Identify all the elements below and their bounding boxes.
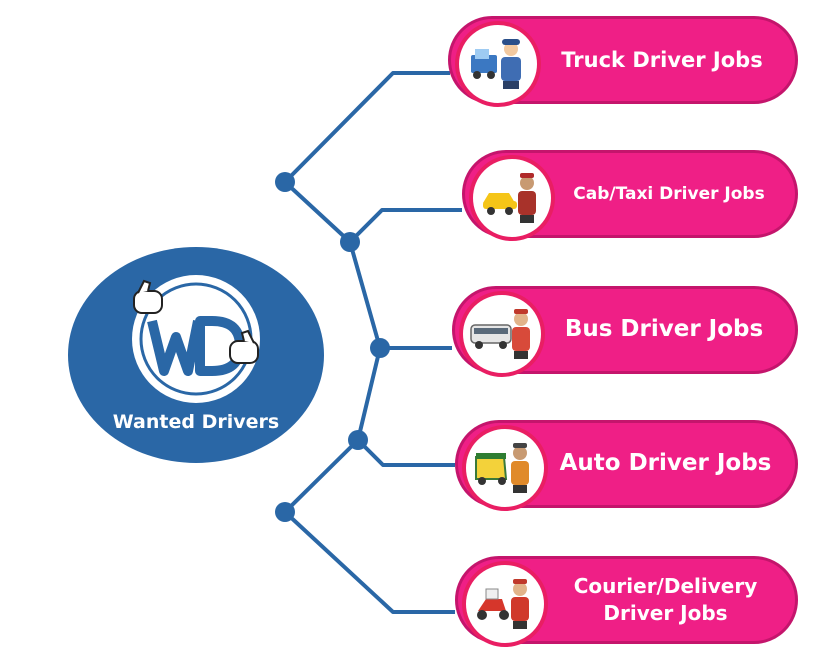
connector-node-2	[340, 232, 360, 252]
delivery-scooter-icon	[477, 579, 529, 629]
truck-driver-icon	[471, 39, 521, 89]
branch-cab-taxi-driver-jobs[interactable]: Cab/Taxi Driver Jobs	[462, 150, 798, 241]
branch-auto-icon-circle	[462, 425, 548, 511]
connector-node-3	[370, 338, 390, 358]
branch-taxi-icon-circle	[469, 155, 555, 241]
thumbs-up-hand-icon	[133, 279, 163, 314]
connector-node-4	[348, 430, 368, 450]
branch-label-courier-delivery: Courier/Delivery Driver Jobs	[573, 574, 758, 625]
taxi-driver-icon	[483, 173, 536, 223]
branch-label-cab-taxi: Cab/Taxi Driver Jobs	[573, 183, 765, 204]
connector-line-auto	[356, 347, 455, 467]
connector-line-courier	[283, 438, 455, 614]
branch-label-auto: Auto Driver Jobs	[559, 450, 772, 477]
auto-rickshaw-driver-icon	[475, 443, 529, 493]
branch-bus-driver-jobs[interactable]: Bus Driver Jobs	[452, 286, 798, 377]
bus-driver-icon	[470, 309, 530, 359]
branch-label-truck: Truck Driver Jobs	[561, 47, 763, 72]
wd-logo-icon	[132, 275, 260, 403]
branch-truck-driver-jobs[interactable]: Truck Driver Jobs	[448, 16, 798, 107]
connector-line-bus	[348, 241, 452, 350]
connector-node-1	[275, 172, 295, 192]
connector-node-5	[275, 502, 295, 522]
connector-line-cab	[283, 180, 462, 244]
branch-bus-icon-circle	[459, 291, 545, 377]
wanted-drivers-hub: Wanted Drivers	[68, 247, 324, 463]
branch-courier-icon-circle	[462, 561, 548, 647]
hub-label: Wanted Drivers	[112, 411, 280, 433]
branch-courier-delivery-driver-jobs[interactable]: Courier/Delivery Driver Jobs	[455, 556, 798, 647]
branch-auto-driver-jobs[interactable]: Auto Driver Jobs	[455, 420, 798, 511]
thumbs-up-hand-right-icon	[229, 329, 259, 364]
branch-truck-icon-circle	[455, 21, 541, 107]
branch-label-bus: Bus Driver Jobs	[564, 316, 764, 343]
connector-line-truck	[283, 71, 450, 184]
